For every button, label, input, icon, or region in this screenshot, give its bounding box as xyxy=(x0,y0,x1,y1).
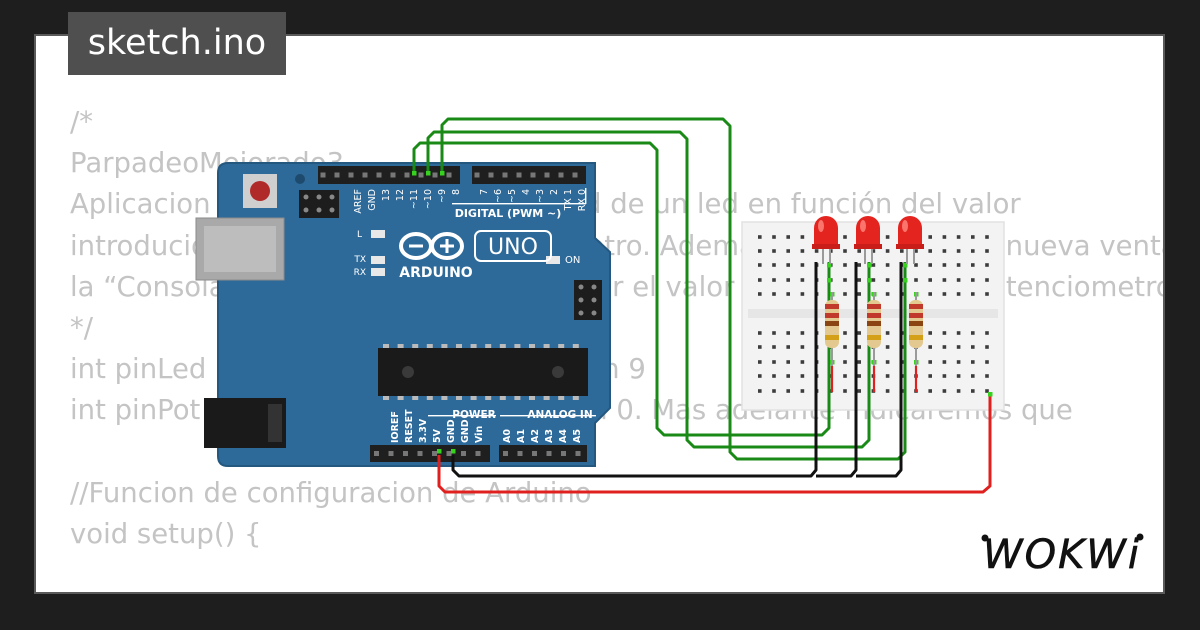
top-pin-label: RX 0 xyxy=(577,189,588,211)
leds xyxy=(812,216,924,264)
led-label-l: L xyxy=(357,230,362,240)
bottom-pin-label: 3.3V xyxy=(418,418,429,443)
bottom-pin-label: Vin xyxy=(474,426,485,443)
top-pin-label: ~6 xyxy=(493,189,504,203)
wokwi-logo-text: WOKWi xyxy=(983,532,1141,578)
bottom-pin-label: A3 xyxy=(544,429,555,443)
wire-5v[interactable] xyxy=(437,395,992,494)
bottom-pin-label: IOREF xyxy=(390,411,401,443)
top-pin-label: ~10 xyxy=(423,189,434,209)
wires xyxy=(412,117,992,494)
wire-pin11-led1[interactable] xyxy=(412,141,831,437)
power-header xyxy=(370,445,490,462)
icsp-header-right xyxy=(574,280,602,320)
top-pin-label: 12 xyxy=(395,189,406,201)
file-tab[interactable]: sketch.ino xyxy=(68,12,286,75)
board-brand: ARDUINO xyxy=(399,265,473,281)
wokwi-logo: WOKWi xyxy=(981,532,1144,578)
bottom-pin-label: A0 xyxy=(502,429,513,443)
led-label-rx: RX xyxy=(354,268,366,278)
top-pin-label: TX 1 xyxy=(563,189,574,211)
red-led[interactable] xyxy=(896,216,924,264)
top-pin-label: AREF xyxy=(353,189,364,214)
red-led[interactable] xyxy=(854,216,882,264)
board-model: UNO xyxy=(488,235,538,260)
power-header-label: POWER xyxy=(452,409,495,421)
bottom-pin-label: A4 xyxy=(558,429,569,443)
digital-header-left xyxy=(318,166,460,184)
digital-header-label: DIGITAL (PWM ~) xyxy=(455,207,562,220)
top-pin-label: ~9 xyxy=(437,189,448,203)
code-line: */ xyxy=(70,311,94,344)
top-pin-label: GND xyxy=(367,189,378,211)
top-pin-label: ~11 xyxy=(409,189,420,209)
bottom-pin-label: A1 xyxy=(516,429,527,443)
resistor[interactable] xyxy=(825,292,839,366)
resistors xyxy=(825,292,923,366)
top-pin-label: 2 xyxy=(549,189,560,195)
wire-gnd-led1[interactable] xyxy=(451,262,818,478)
top-pin-label: ~3 xyxy=(535,189,546,203)
code-line: /* xyxy=(70,106,94,138)
top-pin-label: 4 xyxy=(521,189,532,195)
digital-header-right xyxy=(472,166,586,184)
bottom-pin-label: A2 xyxy=(530,429,541,443)
resistor[interactable] xyxy=(909,292,923,366)
arduino-logo: UNO ARDUINO xyxy=(399,230,552,281)
bottom-pin-label: 5V xyxy=(432,428,443,443)
bottom-pin-label: RESET xyxy=(404,409,415,443)
top-pin-label: ~5 xyxy=(507,189,518,203)
led-label-tx: TX xyxy=(353,255,366,265)
wire-gnd-led2[interactable] xyxy=(816,262,858,478)
wire-pin10-led2[interactable] xyxy=(426,130,871,449)
led-label-on: ON xyxy=(565,255,580,266)
reset-button[interactable] xyxy=(250,181,270,201)
top-pin-label: 8 xyxy=(451,189,462,195)
analog-header xyxy=(499,445,587,462)
top-pin-label: 7 xyxy=(479,189,490,195)
bottom-pin-label: GND xyxy=(460,419,471,443)
top-pin-label: 13 xyxy=(381,189,392,201)
code-line: void setup() { xyxy=(70,517,262,550)
resistor[interactable] xyxy=(867,292,881,366)
bottom-pin-label: GND xyxy=(446,419,457,443)
wire-gnd-led3[interactable] xyxy=(856,262,903,478)
analog-header-label: ANALOG IN xyxy=(527,409,592,421)
red-led[interactable] xyxy=(812,216,840,264)
bottom-pin-label: A5 xyxy=(572,429,583,443)
icsp-header-top xyxy=(299,190,339,218)
